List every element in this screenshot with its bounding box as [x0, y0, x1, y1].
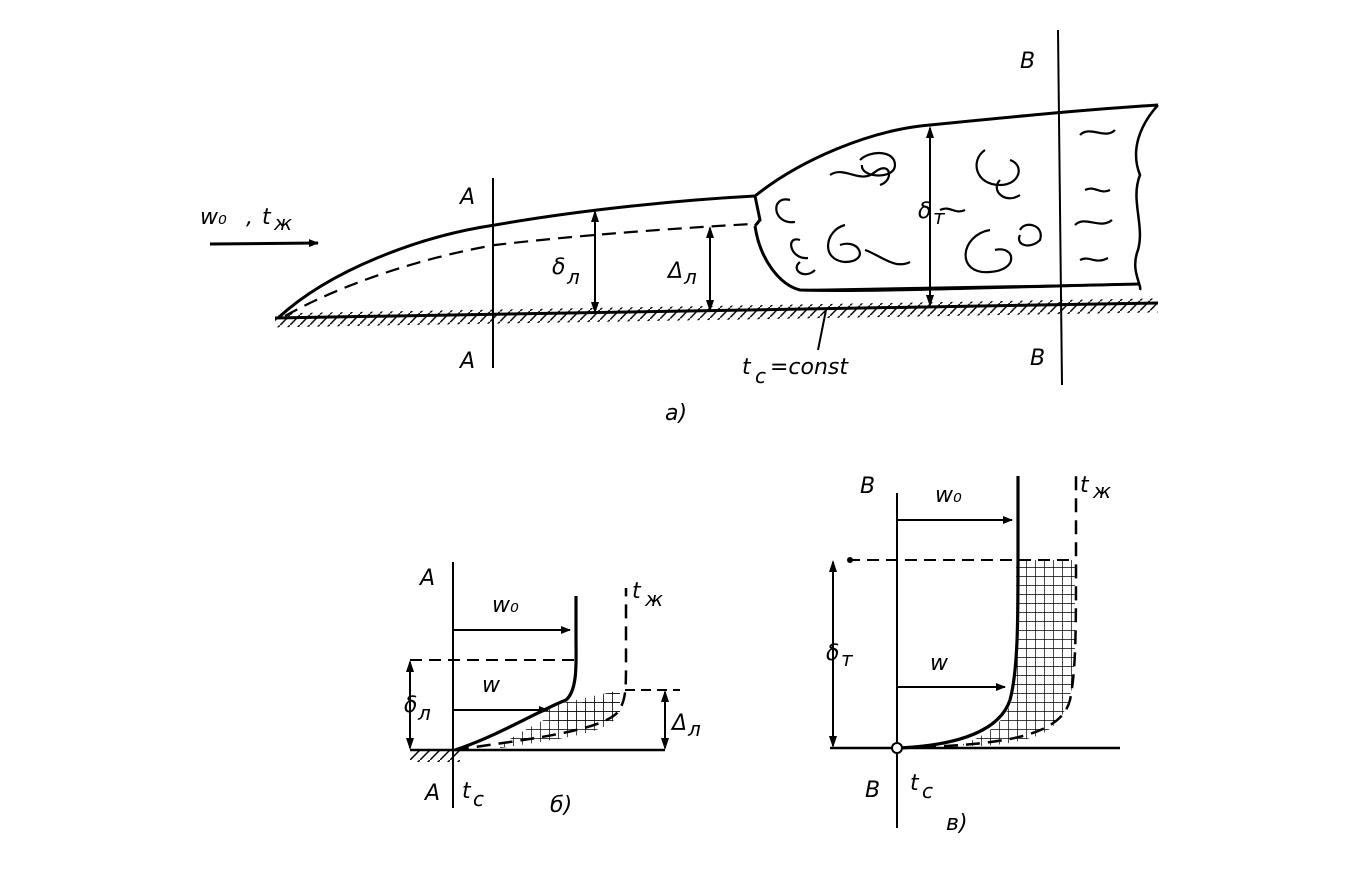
c-t-fluid-label: t [1080, 473, 1090, 498]
section-b-bottom-label: B [1030, 346, 1045, 371]
b-section-bottom-label: A [423, 781, 440, 806]
c-section-bottom-label: B [865, 778, 880, 803]
c-t-fluid-sub: ж [1092, 479, 1111, 503]
turbulent-right-edge [1133, 104, 1159, 291]
b-t-fluid-label: t [632, 579, 642, 604]
Delta-laminar-label: Δ [666, 259, 683, 284]
transition-neck [753, 195, 762, 227]
b-section-top-label: A [418, 566, 435, 591]
diagram-a: w₀ , t ж A A B B δ л Δ л δ т t с =const … [200, 29, 1159, 426]
c-w0-label: w₀ [935, 483, 962, 508]
c-delta-sub: т [841, 647, 854, 671]
wall-point-c [891, 742, 903, 754]
wall-t-label: t [742, 355, 752, 380]
wall-const-label: =const [770, 355, 849, 380]
b-delta-label: δ [404, 693, 417, 718]
section-a-bottom-label: A [458, 349, 475, 374]
delta-laminar-sub: л [566, 265, 580, 289]
flow-t-label: t [262, 205, 272, 230]
c-t-wall-label: t [910, 771, 920, 796]
b-Delta-label: Δ [670, 711, 687, 736]
velocity-profile-c [899, 476, 1020, 750]
b-Delta-sub: л [687, 717, 701, 741]
section-b-line [1057, 29, 1063, 386]
section-a-top-label: A [458, 185, 475, 210]
Delta-laminar-sub: л [683, 265, 697, 289]
flow-w0-label: w₀ [200, 205, 227, 230]
wall-leader [817, 309, 827, 351]
laminar-sublayer-dashed [284, 222, 753, 317]
c-section-top-label: B [860, 474, 875, 499]
caption-a: а) [665, 401, 687, 426]
delta-laminar-label: δ [552, 255, 565, 280]
laminar-layer-edge [276, 194, 756, 320]
delta-t-dot [847, 557, 853, 563]
comma: , [246, 205, 253, 230]
c-t-wall-sub: с [922, 779, 933, 803]
c-delta-label: δ [826, 641, 839, 666]
wall-t-sub: с [755, 364, 766, 388]
turbulent-sublayer [799, 283, 1141, 291]
b-t-fluid-sub: ж [644, 587, 663, 611]
caption-c: в) [946, 811, 968, 836]
turbulent-layer-edge [754, 103, 1159, 198]
diagram-c: B B w₀ w t ж δ т t с в) [826, 472, 1120, 836]
delta-turbulent-label: δ [918, 199, 931, 224]
delta-turbulent-sub: т [933, 205, 946, 229]
velocity-profile-b [454, 596, 578, 752]
b-w0-label: w₀ [492, 593, 519, 618]
caption-b: б) [550, 793, 572, 818]
b-t-wall-label: t [462, 779, 472, 804]
wall-b-hatch [410, 750, 460, 762]
b-t-wall-sub: с [473, 787, 484, 811]
turbulent-eddies [775, 129, 1116, 276]
b-w-label: w [482, 673, 501, 698]
temperature-profile-b [454, 588, 628, 752]
temperature-profile-c [899, 472, 1078, 750]
temperature-profile-fill-2 [540, 690, 620, 730]
section-b-top-label: B [1020, 49, 1035, 74]
b-delta-sub: л [417, 701, 431, 725]
wall-hatching [275, 298, 1158, 328]
diagram-b: A A w₀ w t ж δ л Δ л t с б) [404, 562, 701, 818]
flow-t-sub: ж [273, 211, 292, 235]
c-w-label: w [930, 651, 949, 676]
flow-arrow [209, 239, 319, 248]
